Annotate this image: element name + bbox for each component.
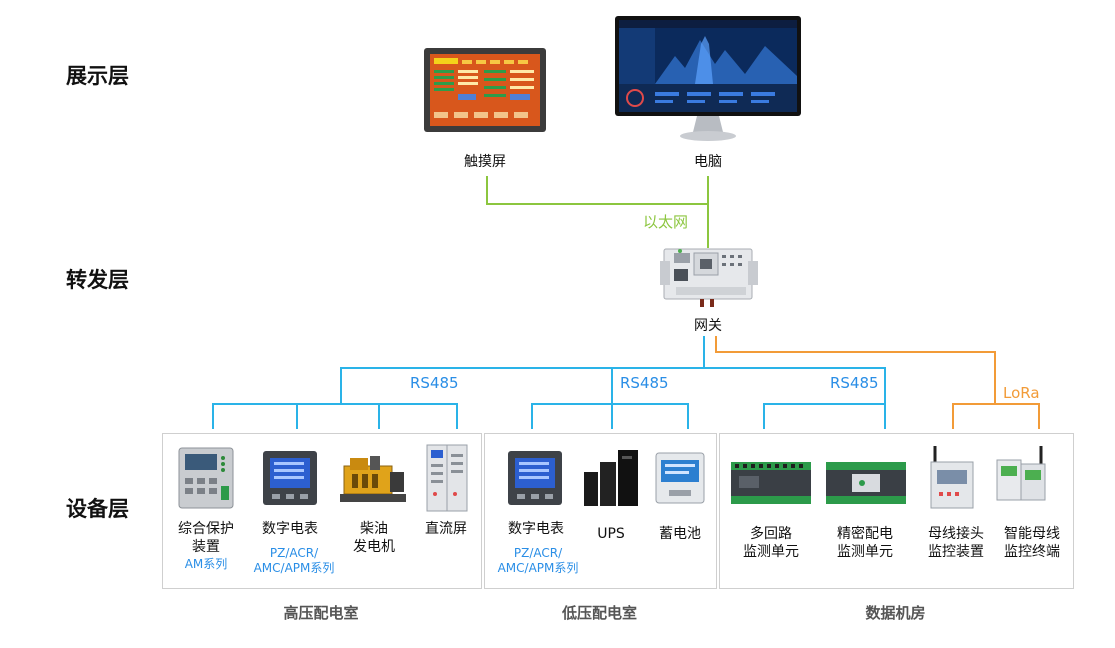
rs485-drop-low (611, 367, 613, 405)
busbar-joint-device-name: 母线接头 监控装置 (928, 526, 984, 560)
rs485-bus-high (212, 403, 458, 405)
ethernet-line-horizontal (486, 203, 708, 205)
busbar-joint-device-image (929, 444, 975, 510)
lora-tap-2 (1038, 403, 1040, 429)
protection-device-series: AM系列 (184, 557, 228, 571)
lora-bus (952, 403, 1040, 405)
ups-name: UPS (597, 526, 625, 542)
pc-label: 电脑 (694, 154, 722, 170)
room-data-center-title: 数据机房 (865, 604, 926, 622)
ethernet-line-pc-vertical (707, 176, 709, 248)
busbar-terminal-image (995, 444, 1049, 504)
lora-tap-1 (952, 403, 954, 429)
lora-label: LoRa (1003, 384, 1040, 402)
rs485-tap-low-2 (611, 403, 613, 429)
rs485-tap-high-2 (296, 403, 298, 429)
diesel-generator-image (340, 452, 406, 506)
digital-meter-low-series: PZ/ACR/ AMC/APM系列 (497, 546, 579, 575)
digital-meter-high-name: 数字电表 (262, 521, 318, 537)
ethernet-label: 以太网 (643, 213, 689, 231)
rs485-tap-high-1 (212, 403, 214, 429)
room-high-voltage-title: 高压配电室 (283, 604, 359, 622)
rs485-drop-data (884, 367, 886, 405)
lora-horizontal-top (715, 351, 995, 353)
multi-circuit-unit-image (731, 460, 811, 506)
digital-meter-low-image (507, 450, 563, 506)
multi-circuit-unit-name: 多回路 监测单元 (743, 526, 799, 560)
protection-device-name: 综合保护 装置 (178, 521, 234, 555)
ethernet-line-touch-vertical (486, 176, 488, 204)
digital-meter-high-series: PZ/ACR/ AMC/APM系列 (253, 546, 335, 575)
rs485-bus-low (531, 403, 689, 405)
dc-panel-name: 直流屏 (425, 521, 467, 537)
rs485-main-vertical (703, 336, 705, 368)
digital-meter-high-image (262, 450, 318, 506)
precision-distribution-unit-image (826, 460, 906, 506)
room-low-voltage-title: 低压配电室 (561, 604, 637, 622)
rs485-tap-high-3 (378, 403, 380, 429)
protection-device-image (177, 446, 235, 510)
layer-forward-label: 转发层 (66, 268, 129, 292)
rs485-label-low: RS485 (620, 374, 669, 392)
rs485-drop-high (340, 367, 342, 405)
precision-distribution-unit-name: 精密配电 监测单元 (837, 526, 893, 560)
rs485-tap-low-3 (687, 403, 689, 429)
rs485-main-horizontal (340, 367, 886, 369)
ups-image (582, 448, 640, 508)
pc-monitor-image (615, 16, 801, 144)
layer-device-label: 设备层 (66, 497, 129, 521)
lora-vertical-gateway (715, 336, 717, 352)
rs485-label-data: RS485 (830, 374, 879, 392)
rs485-tap-high-4 (456, 403, 458, 429)
busbar-terminal-name: 智能母线 监控终端 (1004, 526, 1060, 560)
rs485-bus-data (763, 403, 886, 405)
diesel-generator-name: 柴油 发电机 (353, 521, 395, 555)
gateway-label: 网关 (694, 318, 722, 334)
battery-monitor-image (655, 452, 705, 504)
lora-vertical-drop (994, 351, 996, 405)
layer-display-label: 展示层 (66, 64, 129, 88)
battery-name: 蓄电池 (659, 526, 701, 542)
rs485-label-high: RS485 (410, 374, 459, 392)
dc-panel-image (426, 444, 468, 512)
touchscreen-image (424, 48, 546, 132)
rs485-tap-low-1 (531, 403, 533, 429)
digital-meter-low-name: 数字电表 (508, 521, 564, 537)
rs485-tap-data-1 (763, 403, 765, 429)
rs485-tap-data-2 (884, 403, 886, 429)
room-data-center-box (719, 433, 1074, 589)
gateway-image (660, 243, 758, 309)
touchscreen-label: 触摸屏 (464, 154, 506, 170)
